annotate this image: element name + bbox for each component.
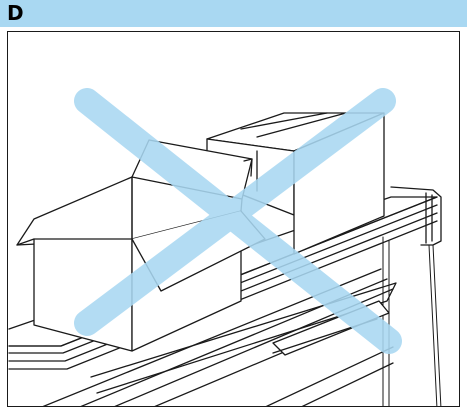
panel-label: D xyxy=(7,1,24,25)
shelf-illustration xyxy=(8,88,442,406)
panel-header: D xyxy=(0,0,467,27)
open-box xyxy=(16,139,266,352)
illustration-frame xyxy=(7,31,460,407)
cross-out-mark xyxy=(74,88,402,354)
